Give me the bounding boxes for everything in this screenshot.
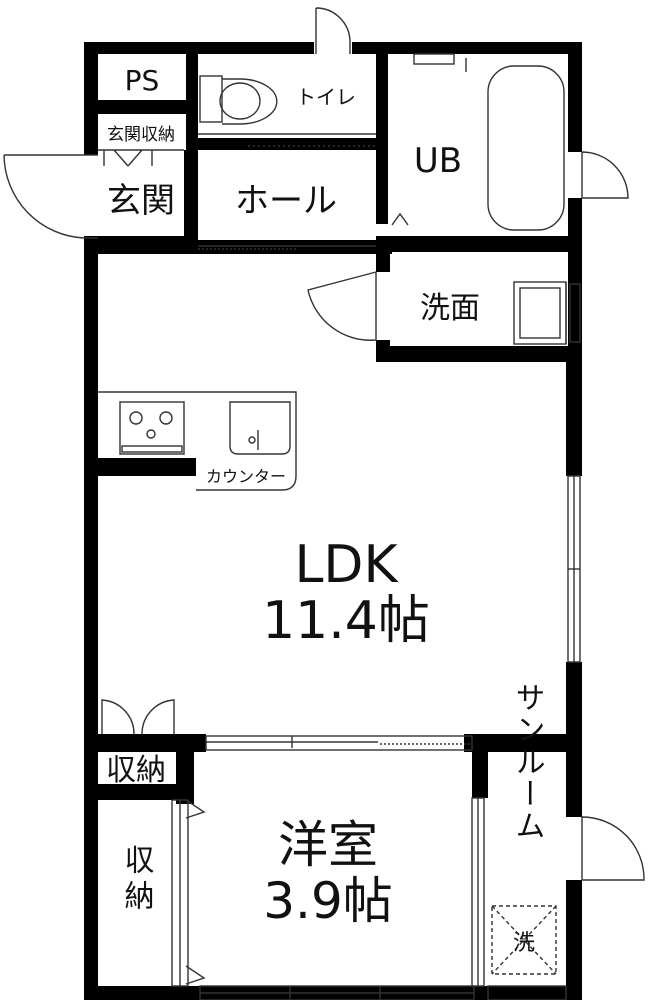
ldk-size-label: 11.4帖 (262, 591, 430, 651)
hall-label: ホール (235, 181, 337, 221)
ldk-name-label: LDK (294, 535, 399, 595)
fixtures (3, 7, 645, 1000)
entrance-label: 玄関 (107, 181, 175, 221)
entrance-storage-label: 玄関収納 (107, 125, 175, 145)
ub-label: UB (414, 141, 462, 181)
toilet-label: トイレ (296, 85, 356, 109)
washroom-label: 洗面 (420, 291, 480, 326)
counter-label: カウンター (206, 467, 286, 486)
laundry-label: 洗 (513, 931, 535, 956)
storage-small-label: 収納 (106, 753, 166, 788)
western-room-name-label: 洋室 (278, 816, 378, 874)
western-room-size-label: 3.9帖 (263, 872, 393, 930)
walls (84, 42, 582, 1000)
storage-tall-label: 収納 (119, 844, 155, 916)
sunroom-label: サンルーム (510, 682, 545, 842)
ps-label: PS (125, 64, 160, 97)
